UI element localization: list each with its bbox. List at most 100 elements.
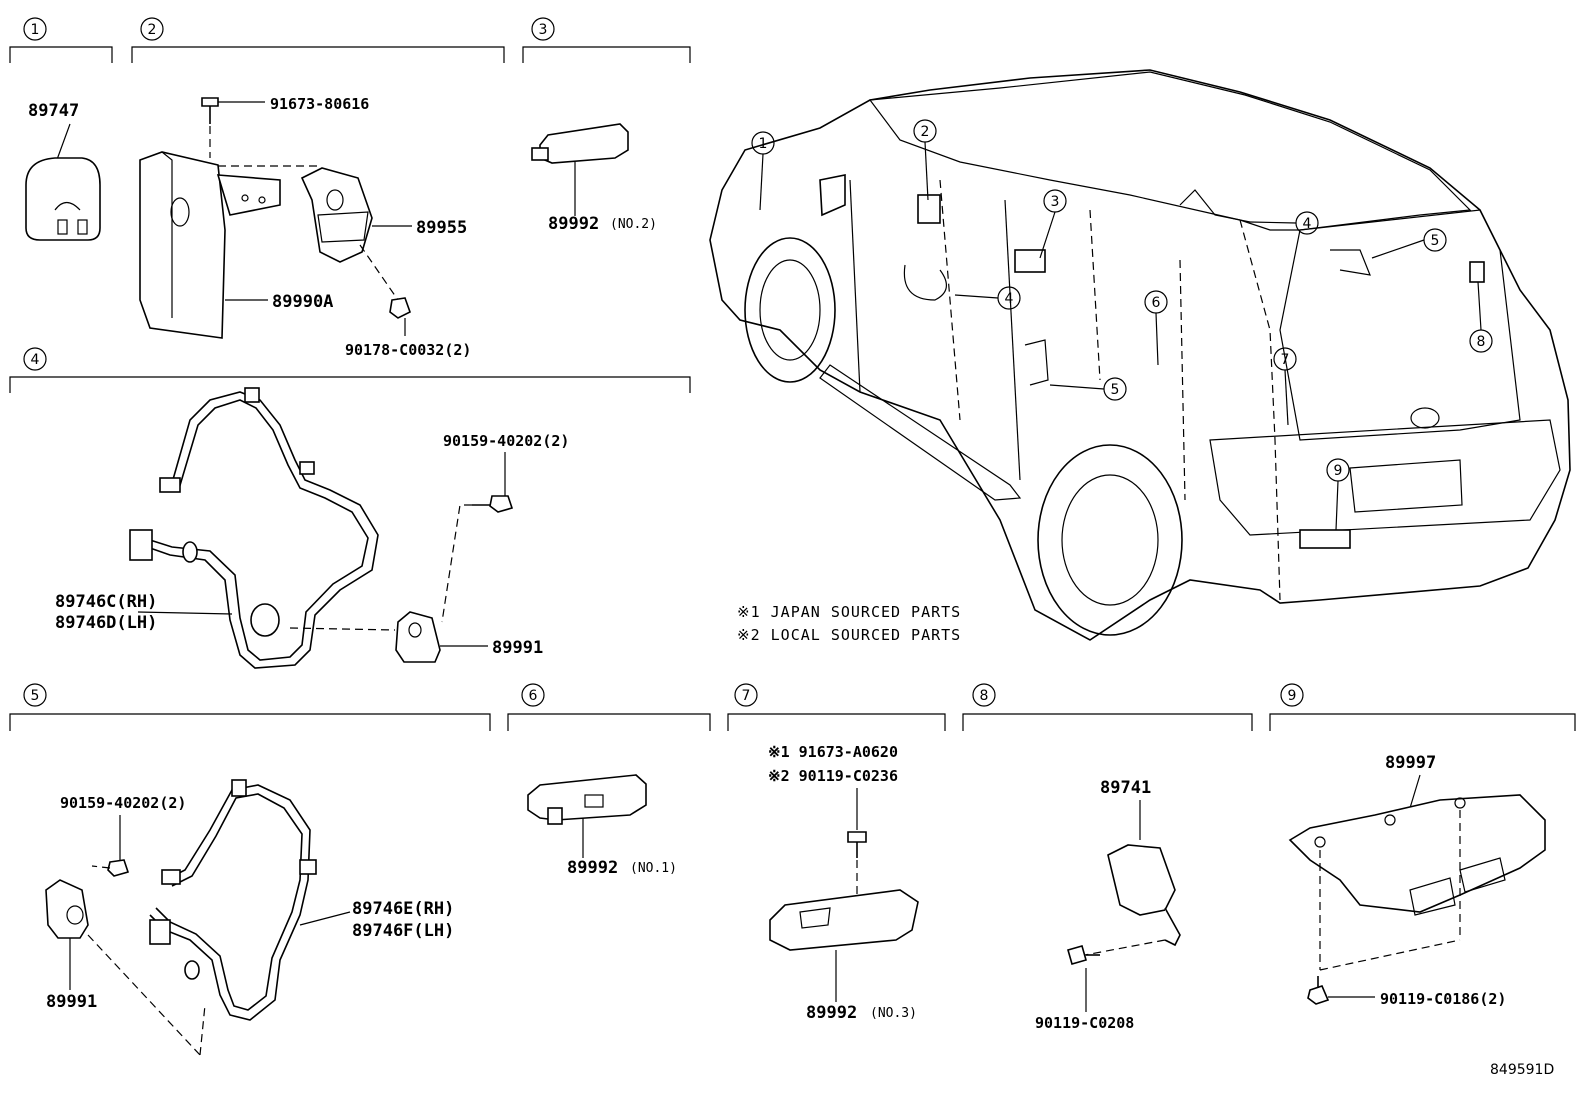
side-step	[819, 364, 1022, 501]
sensor-89992-no2	[539, 123, 629, 164]
bolt-90119-C0208	[1067, 945, 1087, 965]
part-89955-label: 89955	[416, 218, 467, 238]
callout-4b: 4	[1005, 291, 1014, 307]
nut-90178-C0032	[389, 297, 411, 319]
part-90159-label-s4: 90159-40202(2)	[443, 432, 569, 450]
vehicle-illustration	[709, 69, 1571, 641]
ecu-89997	[1288, 794, 1546, 913]
part-90119-C0236-label: ※2 90119-C0236	[768, 767, 898, 785]
section-5-number: 5	[31, 688, 40, 704]
part-89992-no2-qualifier: (NO.2)	[610, 217, 657, 232]
section-5-circle	[23, 683, 47, 707]
section-7-circle	[734, 683, 758, 707]
sensor-89991-s4	[395, 611, 441, 663]
part-91673-A0620-label: ※1 91673-A0620	[768, 743, 898, 761]
section-2-parts: 91673-80616 89990A 89955 90178-C0032(2)	[139, 95, 471, 359]
sensor-89992-no3	[769, 889, 919, 951]
bolt-90159-s5	[107, 859, 130, 877]
part-90119-C0208-label: 90119-C0208	[1035, 1014, 1134, 1032]
part-89991-label-s4: 89991	[492, 638, 543, 658]
part-90159-label-s5: 90159-40202(2)	[60, 794, 186, 812]
part-89992-no1-label: 89992	[567, 858, 618, 878]
part-89746F-label: 89746F(LH)	[352, 921, 454, 941]
callout-9: 9	[1334, 463, 1343, 479]
sensor-89992-no1	[527, 774, 647, 821]
section-8-circle	[972, 683, 996, 707]
vehicle-roof	[868, 71, 1472, 231]
front-wheel	[744, 237, 836, 383]
section-7-number: 7	[742, 688, 751, 704]
callout-5a: 5	[1431, 233, 1440, 249]
emblem	[1410, 407, 1440, 429]
sourcing-notes: ※1 JAPAN SOURCED PARTS ※2 LOCAL SOURCED …	[737, 603, 961, 644]
vehicle-callouts: 1 2 3 4 4 5 5 6 8 7 9	[751, 119, 1493, 531]
callout-8: 8	[1477, 334, 1486, 350]
section-5-parts: 90159-40202(2) 89991 89746E(RH) 89746F(L…	[45, 779, 454, 1056]
section-2-bracket	[131, 46, 505, 63]
part-89997-label: 89997	[1385, 753, 1436, 773]
part-91673-80616-label: 91673-80616	[270, 95, 369, 113]
section-4-number: 4	[31, 352, 40, 368]
part-89992-no3-label: 89992	[806, 1003, 857, 1023]
part-89741-label: 89741	[1100, 778, 1151, 798]
sensor-89741	[1107, 844, 1176, 916]
section-8-bracket	[962, 713, 1253, 731]
buzzer-detail	[54, 201, 81, 211]
callout-1: 1	[759, 136, 768, 152]
part-89747-label: 89747	[28, 101, 79, 121]
section-9-parts: 89997 90119-C0186(2)	[1288, 753, 1546, 1008]
buzzer-89747	[25, 157, 101, 241]
bracket-89955	[300, 167, 373, 263]
callout-5b: 5	[1111, 382, 1120, 398]
note-local-sourced: ※2 LOCAL SOURCED PARTS	[737, 626, 961, 644]
section-4-parts: 90159-40202(2) 89746C(RH) 89746D(LH) 899…	[55, 387, 569, 669]
section-6-circle	[521, 683, 545, 707]
bolt-90159-s4	[489, 495, 514, 513]
part-90119-C0186-label: 90119-C0186(2)	[1380, 990, 1506, 1008]
section-6-number: 6	[529, 688, 538, 704]
vehicle-body-outline	[709, 69, 1571, 641]
section-6-parts: 89992 (NO.1)	[527, 774, 677, 878]
callout-4a: 4	[1303, 216, 1312, 232]
section-8-parts: 89741 90119-C0208	[1035, 778, 1181, 1032]
part-90178-label: 90178-C0032(2)	[345, 341, 471, 359]
part-89992-no2-label: 89992	[548, 214, 599, 234]
section-9-bracket	[1269, 713, 1576, 731]
leader-89746E	[299, 911, 351, 926]
section-9-circle	[1280, 683, 1304, 707]
section-1-bracket	[9, 46, 113, 63]
section-7-bracket	[727, 713, 946, 731]
part-89990A-label: 89990A	[272, 292, 333, 312]
part-89992-no1-qualifier: (NO.1)	[630, 861, 677, 876]
section-9-number: 9	[1288, 688, 1297, 704]
part-89746D-label: 89746D(LH)	[55, 613, 157, 633]
part-89746E-label: 89746E(RH)	[352, 899, 454, 919]
bolt-90119-C0186	[1307, 985, 1330, 1005]
section-2-circle	[140, 17, 164, 41]
section-4-bracket	[9, 376, 691, 393]
section-8-number: 8	[980, 688, 989, 704]
callout-3: 3	[1051, 194, 1060, 210]
part-89992-no3-qualifier: (NO.3)	[870, 1006, 917, 1021]
bolt-s7	[847, 831, 867, 843]
part-89746C-label: 89746C(RH)	[55, 592, 157, 612]
leader-89746C	[137, 611, 233, 615]
callout-7: 7	[1281, 352, 1290, 368]
section-4-circle	[23, 347, 47, 371]
bolt-91673-80616	[201, 97, 219, 107]
section-5-bracket	[9, 713, 491, 731]
harness-89746E-F	[149, 784, 311, 1021]
callout-2: 2	[921, 124, 930, 140]
ecu-89990A	[139, 151, 226, 339]
section-1-circle	[23, 17, 47, 41]
side-mirror	[819, 174, 846, 217]
section-2-number: 2	[148, 22, 157, 38]
section-1-number: 1	[31, 22, 40, 38]
section-3-bracket	[522, 46, 691, 63]
rear-wheel	[1037, 444, 1183, 636]
part-89991-label-s5: 89991	[46, 992, 97, 1012]
section-3-number: 3	[539, 22, 548, 38]
license-plate-area	[1349, 459, 1463, 513]
